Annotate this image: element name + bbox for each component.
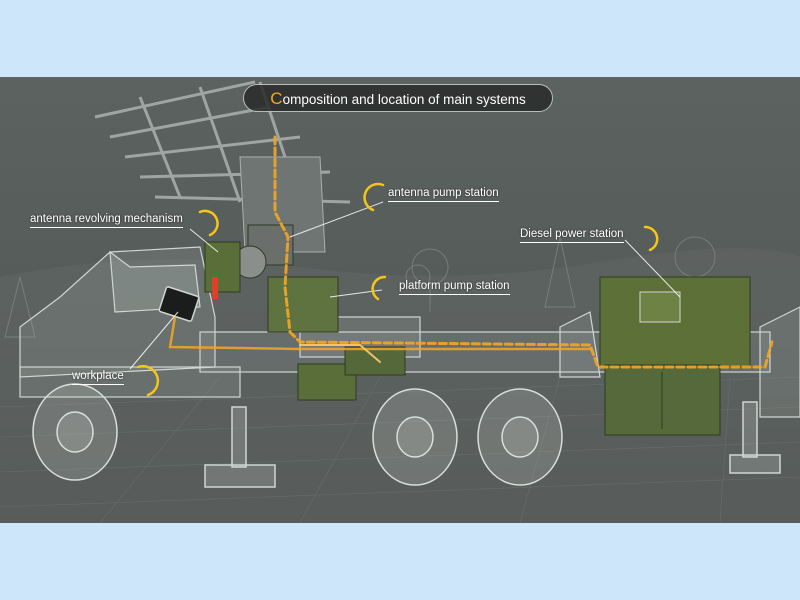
diagram-title: Composition and location of main systems	[243, 84, 553, 112]
label-platform-pump-station: platform pump station	[399, 280, 510, 295]
green-equipment	[204, 224, 751, 436]
support-jacks	[204, 401, 781, 488]
truck-wheels	[32, 383, 563, 486]
label-antenna-revolving-mechanism: antenna revolving mechanism	[30, 213, 183, 228]
callout-arcs	[136, 182, 659, 397]
generator-control-panel	[639, 291, 681, 323]
fuel-tank-box	[344, 346, 406, 376]
title-rest: omposition and location of main systems	[282, 92, 526, 107]
label-diesel-power-station: Diesel power station	[520, 228, 624, 243]
diagram-frame: Composition and location of main systems…	[0, 77, 800, 523]
callout-lines	[129, 201, 681, 370]
signal-lines	[168, 135, 774, 369]
label-antenna-pump-station: antenna pump station	[388, 187, 499, 202]
platform-pump-station-unit	[267, 276, 339, 333]
title-initial: C	[270, 89, 283, 108]
red-indicator	[212, 277, 218, 299]
label-workplace: workplace	[72, 370, 124, 385]
revolving-mechanism-housing	[204, 241, 241, 293]
vehicle-scene	[0, 80, 800, 523]
